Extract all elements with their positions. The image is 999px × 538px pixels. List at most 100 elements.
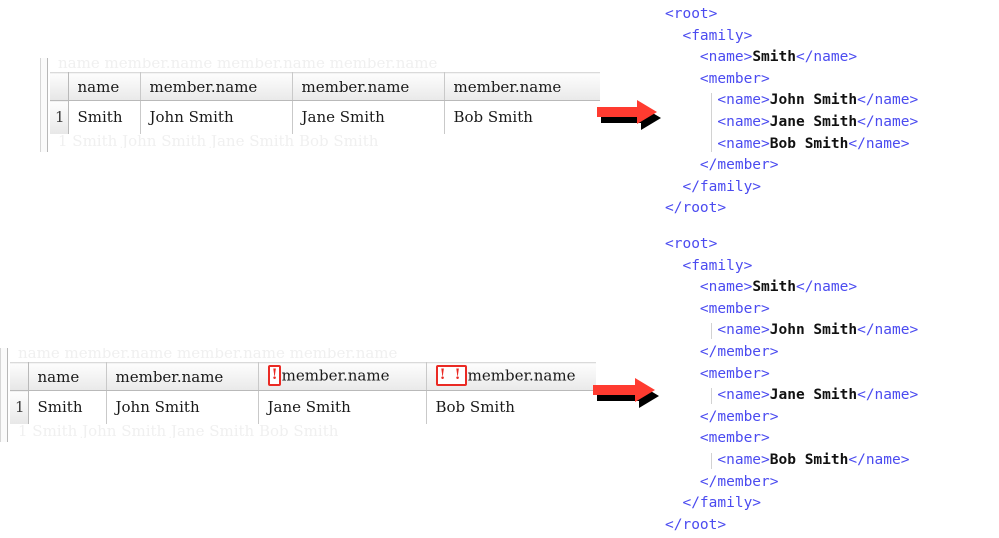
ghost-text: name member.name member.name member.name — [58, 58, 438, 72]
indent-guide — [711, 388, 713, 404]
xml-tag: </name> — [848, 135, 910, 152]
xml-tag: </member> — [699, 408, 779, 425]
xml-tag: <root> — [665, 236, 718, 252]
xml-tag: </name> — [795, 279, 858, 296]
xml-line: <name>Jane Smith</name> — [665, 112, 918, 134]
ghost-text: 1 Smith John Smith Jane Smith Bob Smith — [18, 424, 339, 438]
xml-line: <name>Bob Smith</name> — [665, 134, 918, 156]
cell-member-name-2[interactable]: Jane Smith — [292, 100, 445, 134]
grid-left-rail — [0, 348, 8, 442]
table-row[interactable]: 1 Smith John Smith Jane Smith Bob Smith — [50, 100, 600, 134]
row-number: 1 — [50, 100, 69, 134]
arrow-right-icon — [593, 378, 659, 408]
cell-member-name-1[interactable]: John Smith — [106, 390, 259, 424]
xml-tag: </root> — [665, 516, 727, 533]
xml-line: <name>Jane Smith</name> — [665, 385, 918, 407]
xml-tag: <family> — [682, 257, 753, 274]
xml-tag: </root> — [665, 200, 727, 217]
xml-value: Smith — [752, 279, 796, 296]
xml-tag: <member> — [699, 70, 770, 87]
cell-member-name-2[interactable]: Jane Smith — [258, 390, 427, 424]
xml-tag: <root> — [665, 6, 718, 22]
xml-tag: <family> — [682, 27, 753, 44]
xml-value: John Smith — [769, 92, 858, 109]
xml-tag: </family> — [682, 178, 762, 195]
header-rownumber — [10, 362, 29, 391]
warning-badge-icon[interactable]: ! — [267, 365, 281, 386]
xml-tag: <member> — [699, 365, 770, 382]
grid-ghost-row-top: name member.name member.name member.name — [0, 348, 596, 362]
grid-ghost-row-bottom: 1 Smith John Smith Jane Smith Bob Smith — [0, 424, 596, 438]
cell-name[interactable]: Smith — [28, 390, 107, 424]
xml-line: </root> — [665, 198, 918, 220]
xml-tag: <member> — [699, 430, 770, 447]
column-header-label: member.name — [281, 366, 390, 385]
column-header-name[interactable]: name — [28, 362, 107, 391]
data-table: name member.name member.name member.name… — [50, 72, 600, 134]
xml-line: </family> — [665, 493, 918, 515]
xml-tag: <name> — [717, 451, 770, 468]
indent-guide — [711, 323, 713, 339]
xml-tag: </name> — [857, 387, 919, 404]
xml-tag: </name> — [857, 113, 919, 130]
cell-member-name-3[interactable]: Bob Smith — [426, 390, 596, 424]
xml-tag: </name> — [857, 322, 919, 339]
xml-tag: </name> — [848, 451, 910, 468]
grid-clip-area: name member.name member.name member.name… — [0, 348, 596, 442]
column-header-member-name-2[interactable]: !member.name — [258, 362, 427, 391]
cell-member-name-3[interactable]: Bob Smith — [444, 100, 600, 134]
xml-output-top: <root> <family> <name>Smith</name> <memb… — [665, 4, 918, 220]
column-header-member-name-1[interactable]: member.name — [106, 362, 259, 391]
xml-value: Jane Smith — [769, 387, 858, 404]
column-header-member-name-2[interactable]: member.name — [292, 72, 445, 101]
xml-value: Bob Smith — [769, 135, 849, 152]
xml-tag: <name> — [717, 322, 770, 339]
xml-value: Smith — [752, 49, 796, 66]
xml-tag: </name> — [795, 49, 858, 66]
cell-name[interactable]: Smith — [68, 100, 141, 134]
xml-tag: </family> — [682, 495, 762, 512]
xml-line: </member> — [665, 342, 918, 364]
xml-line: <name>Smith</name> — [665, 277, 918, 299]
row-number: 1 — [10, 390, 29, 424]
grid-clip-area: name member.name member.name member.name… — [40, 58, 600, 152]
column-header-member-name-3[interactable]: member.name — [444, 72, 600, 101]
ghost-text: 1 Smith John Smith Jane Smith Bob Smith — [58, 134, 379, 148]
column-header-label: member.name — [467, 366, 576, 385]
xml-tag: </member> — [699, 157, 779, 174]
table-row[interactable]: 1 Smith John Smith Jane Smith Bob Smith — [10, 390, 596, 424]
xml-line: <member> — [665, 69, 918, 91]
xml-tag: <name> — [699, 279, 753, 296]
xml-tag: </name> — [857, 92, 919, 109]
grid-ghost-row-bottom: 1 Smith John Smith Jane Smith Bob Smith — [40, 134, 600, 148]
xml-tag: </member> — [699, 473, 779, 490]
data-table: name member.name !member.name ! !member.… — [10, 362, 596, 424]
xml-line: <member> — [665, 428, 918, 450]
indent-guide — [711, 93, 713, 153]
column-header-name[interactable]: name — [68, 72, 141, 101]
xml-line: <root> — [665, 234, 918, 256]
xml-line: <name>Smith</name> — [665, 47, 918, 69]
xml-line: </member> — [665, 472, 918, 494]
xml-line: <name>John Smith</name> — [665, 320, 918, 342]
cell-member-name-1[interactable]: John Smith — [140, 100, 293, 134]
column-header-member-name-1[interactable]: member.name — [140, 72, 293, 101]
result-grid-bottom[interactable]: name member.name member.name member.name… — [0, 348, 596, 442]
grid-left-rail — [40, 58, 48, 152]
xml-line: </member> — [665, 155, 918, 177]
indent-guide — [711, 453, 713, 469]
xml-line: <name>John Smith</name> — [665, 90, 918, 112]
warning-badge-icon[interactable]: ! ! — [435, 365, 467, 386]
xml-tag: <name> — [717, 387, 770, 404]
header-rownumber — [50, 72, 69, 101]
xml-tag: <name> — [717, 135, 770, 152]
xml-line: <name>Bob Smith</name> — [665, 450, 918, 472]
xml-tag: </member> — [699, 343, 779, 360]
xml-line: </family> — [665, 177, 918, 199]
result-grid-top[interactable]: name member.name member.name member.name… — [40, 58, 600, 152]
column-header-member-name-3[interactable]: ! !member.name — [426, 362, 596, 391]
xml-line: </member> — [665, 407, 918, 429]
xml-line: <root> — [665, 4, 918, 26]
xml-line: </root> — [665, 515, 918, 537]
arrow-right-icon — [597, 100, 661, 130]
